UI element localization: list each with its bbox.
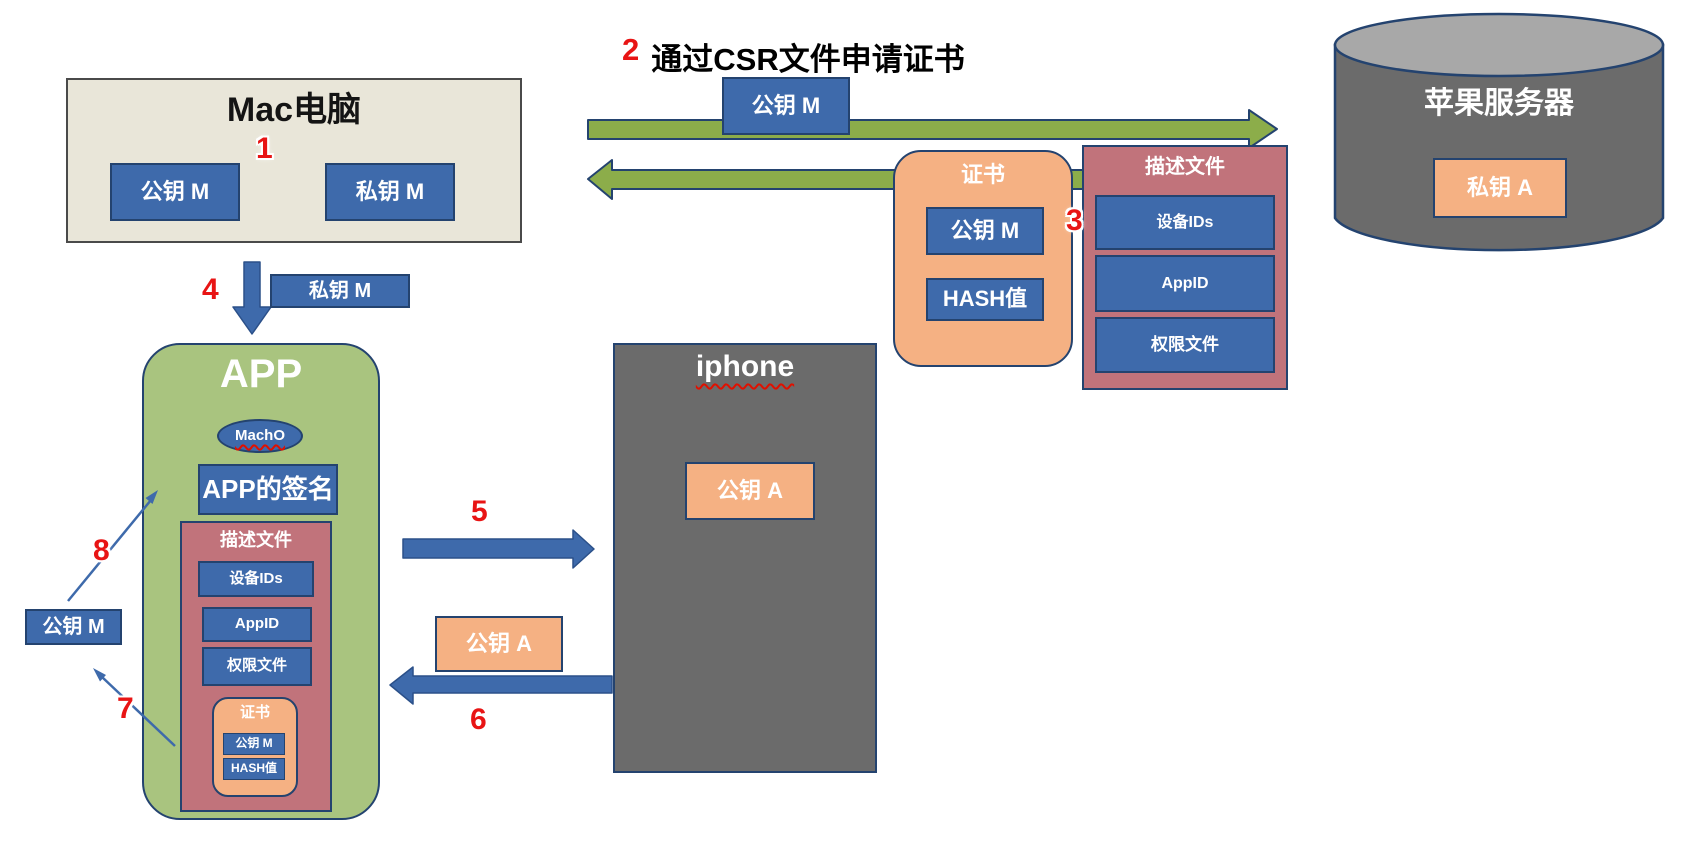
csr-heading: 2 通过CSR文件申请证书 <box>622 34 965 79</box>
step-4-badge: 4 <box>202 273 219 306</box>
csr-title-text: 通过CSR文件申请证书 <box>651 42 965 77</box>
certificate-title: 证书 <box>960 162 1005 187</box>
apple-server-title: 苹果服务器 <box>1424 87 1574 120</box>
app-profile-app-id-box: AppID <box>202 607 312 642</box>
step-7-badge: 7 <box>117 692 134 725</box>
profile-device-ids-box: 设备IDs <box>1095 195 1275 250</box>
iphone-title: iphone <box>613 350 877 384</box>
app-signature-box: APP的签名 <box>198 464 338 515</box>
step-8-badge: 8 <box>93 534 110 567</box>
provisioning-profile-title: 描述文件 <box>1145 156 1225 178</box>
blue-arrow-left <box>389 666 613 705</box>
green-arrow-right <box>587 109 1278 149</box>
step-1-badge: 1 <box>256 132 273 165</box>
mac-computer-title: Mac电脑 <box>226 91 362 129</box>
step-2-badge: 2 <box>622 32 640 67</box>
certificate-hash-box: HASH值 <box>926 278 1044 321</box>
iphone-title-text: iphone <box>695 350 795 383</box>
server-private-key-box: 私钥 A <box>1433 158 1567 218</box>
macho-ellipse: MachO <box>217 419 303 453</box>
step-6-public-key-box: 公钥 A <box>435 616 563 672</box>
app-title: APP <box>219 352 303 396</box>
macho-label: MachO <box>234 426 285 444</box>
mac-private-key-box: 私钥 M <box>325 163 455 221</box>
step-5-badge: 5 <box>471 495 488 528</box>
verification-public-key-box: 公钥 M <box>25 609 122 645</box>
app-profile-device-ids-box: 设备IDs <box>198 561 314 597</box>
iphone-public-key-box: 公钥 A <box>685 462 815 520</box>
profile-entitlements-box: 权限文件 <box>1095 317 1275 373</box>
app-certificate-public-key-box: 公钥 M <box>223 733 285 755</box>
step-6-badge: 6 <box>470 703 487 736</box>
app-profile-entitlements-box: 权限文件 <box>202 647 312 686</box>
app-profile-title: 描述文件 <box>220 530 292 550</box>
blue-arrow-down <box>232 261 272 335</box>
iphone-box <box>613 343 877 773</box>
step-3-badge: 3 <box>1066 204 1083 237</box>
step-4-private-key-box: 私钥 M <box>270 274 410 308</box>
app-certificate-title: 证书 <box>239 704 270 721</box>
app-certificate-hash-box: HASH值 <box>223 758 285 780</box>
csr-arrow-public-key-box: 公钥 M <box>722 77 850 135</box>
profile-app-id-box: AppID <box>1095 255 1275 312</box>
certificate-public-key-box: 公钥 M <box>926 207 1044 255</box>
blue-arrow-right <box>402 529 595 569</box>
mac-public-key-box: 公钥 M <box>110 163 240 221</box>
